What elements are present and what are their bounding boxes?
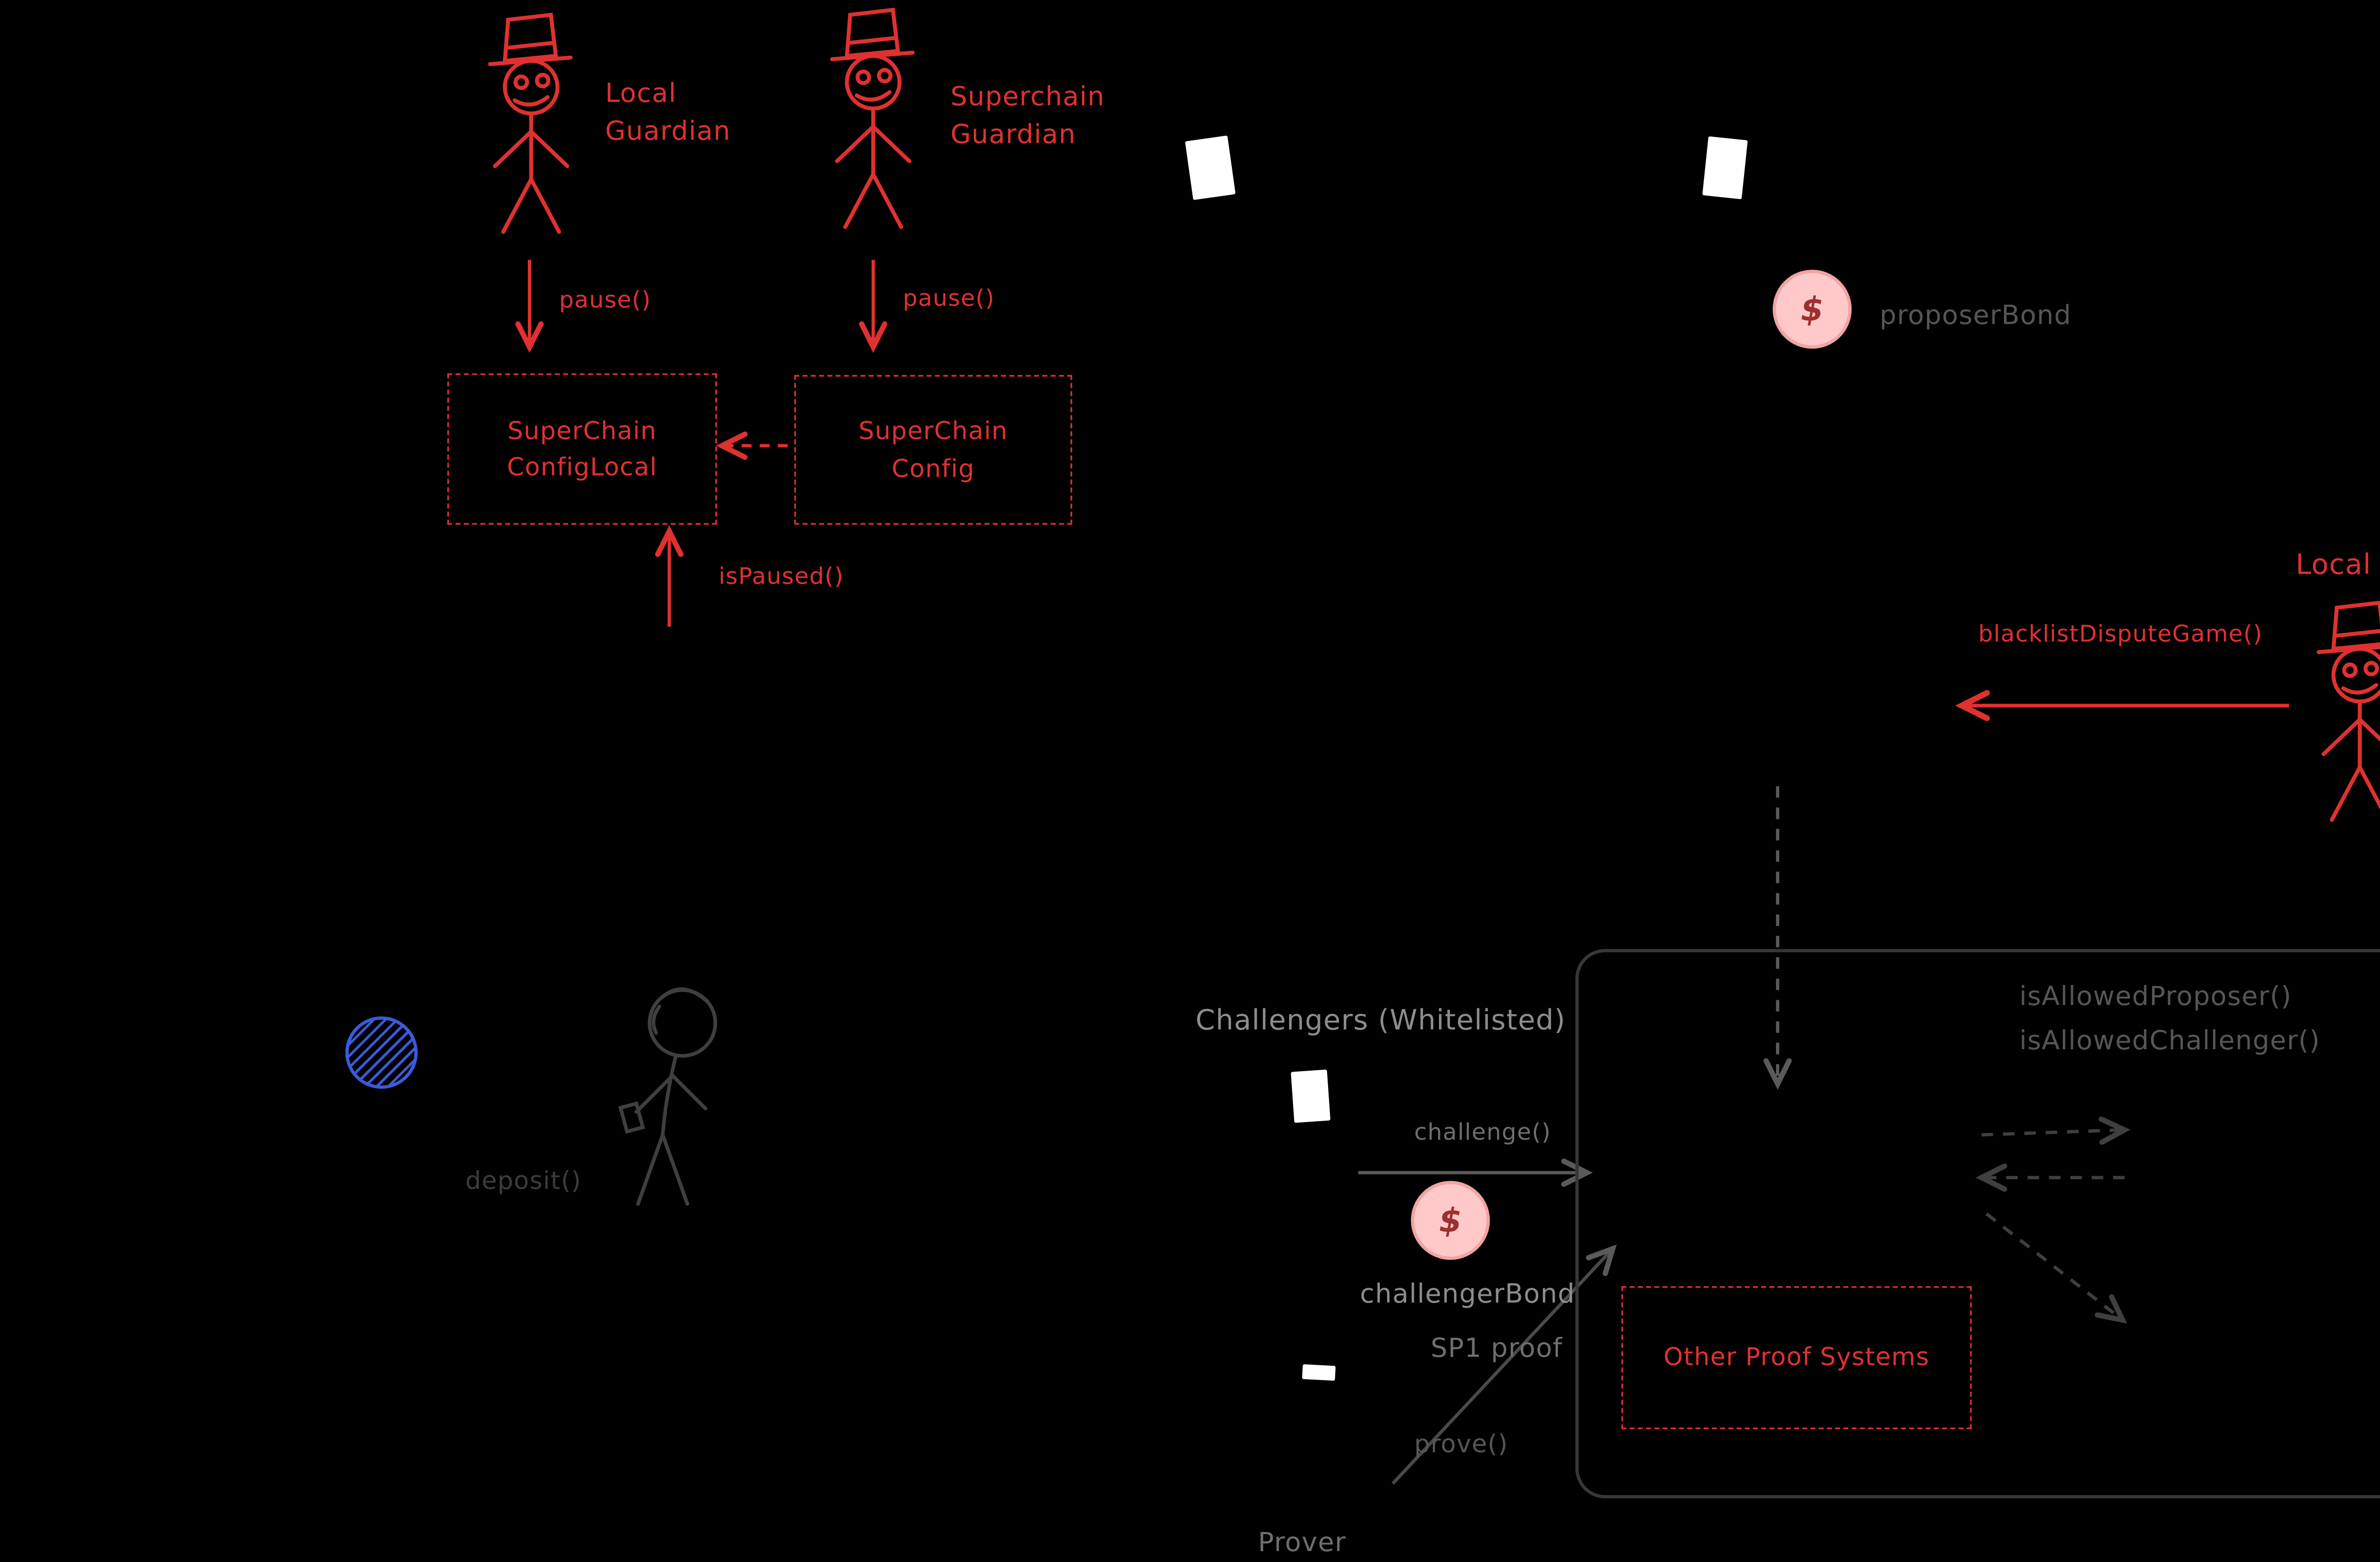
deposit-label: deposit() <box>465 1166 582 1196</box>
prover-label: Prover <box>1258 1526 1347 1558</box>
dollar-icon: $ <box>1801 289 1824 329</box>
pause-label-superchain: pause() <box>902 286 995 313</box>
proposer-bond-label: proposerBond <box>1879 299 2072 331</box>
output-root-paper-icon <box>1185 135 1236 200</box>
deposit-token-icon <box>345 1016 418 1089</box>
pause-label-local: pause() <box>559 288 652 314</box>
challenge-paper-icon <box>1290 1069 1331 1123</box>
top-hat-icon <box>503 12 558 63</box>
proof-paper-icon <box>1302 1364 1336 1381</box>
ispaused-label: isPaused() <box>718 564 844 591</box>
depositor-figure <box>618 987 717 1206</box>
proposer-bond-coin: $ <box>1773 269 1852 349</box>
prove-label: prove() <box>1414 1429 1508 1459</box>
dispute-game-container <box>1575 949 2380 1499</box>
local-guardian-figure <box>488 12 573 234</box>
local-guardian-label: Local Guardian <box>605 77 731 146</box>
other-proof-systems-box: Other Proof Systems <box>1621 1286 1972 1430</box>
top-hat-icon <box>844 8 900 59</box>
right-local-guardian-figure <box>2316 600 2380 822</box>
top-hat-icon <box>2331 600 2380 651</box>
superchain-config-local-box: SuperChain ConfigLocal <box>447 373 717 525</box>
challenger-bond-coin: $ <box>1411 1181 1490 1260</box>
is-allowed-proposer-label: isAllowedProposer() <box>2019 980 2292 1012</box>
is-allowed-challenger-label: isAllowedChallenger() <box>2019 1025 2320 1056</box>
challenge-label: challenge() <box>1414 1120 1551 1146</box>
sp1-proof-label: SP1 proof <box>1430 1332 1563 1363</box>
blacklist-dispute-game-label: blacklistDisputeGame() <box>1978 621 2263 648</box>
superchain-guardian-figure <box>830 8 915 229</box>
dollar-icon: $ <box>1438 1200 1462 1240</box>
proposal-paper-icon <box>1702 136 1748 199</box>
challengers-label: Challengers (Whitelisted) <box>1195 1005 1566 1038</box>
challenger-bond-label: challengerBond <box>1360 1278 1576 1309</box>
superchain-config-box: SuperChain Config <box>794 375 1072 525</box>
superchain-guardian-label: Superchain Guardian <box>950 80 1105 149</box>
right-local-guardian-label: Local Guardian <box>2295 549 2371 582</box>
